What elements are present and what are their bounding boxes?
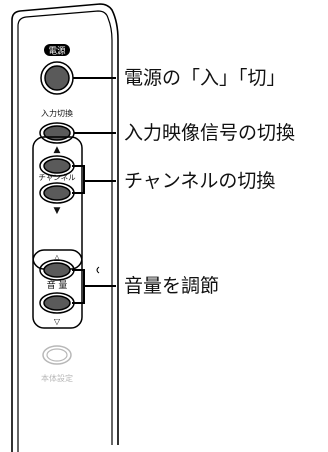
power-badge-label: 電源 [48,47,66,57]
power-button[interactable] [40,61,74,95]
channel-group: ▲ チャンネル ▼ [32,136,83,270]
power-callout-text: 電源の「入」「切」 [124,67,286,89]
volume-callout-text: 音量を調節 [124,275,220,297]
channel-down-button[interactable] [39,182,75,204]
setup-label: 本体設定 [41,373,73,383]
power-badge: 電源 [44,44,70,57]
volume-label: 音 量 [47,279,68,291]
remote-body [11,3,119,452]
volume-down-button[interactable] [39,292,75,314]
channel-down-arrow-icon: ▼ [54,206,61,216]
volume-up-button[interactable] [39,259,75,281]
input-callout-text: 入力映像信号の切換 [124,122,296,144]
volume-down-arrow-icon: ▽ [54,317,61,326]
channel-label: チャンネル [38,173,76,182]
input-switch-button[interactable] [39,122,75,144]
input-switch-label: 入力切換 [41,108,73,118]
volume-up-arrow-icon: △ [54,253,61,262]
channel-bracket [72,165,85,194]
channel-up-arrow-icon: ▲ [54,145,61,155]
channel-callout-text: チャンネルの切換 [124,170,276,192]
setup-button[interactable] [42,345,72,365]
volume-group: △ 音 量 ▽ [32,249,83,329]
